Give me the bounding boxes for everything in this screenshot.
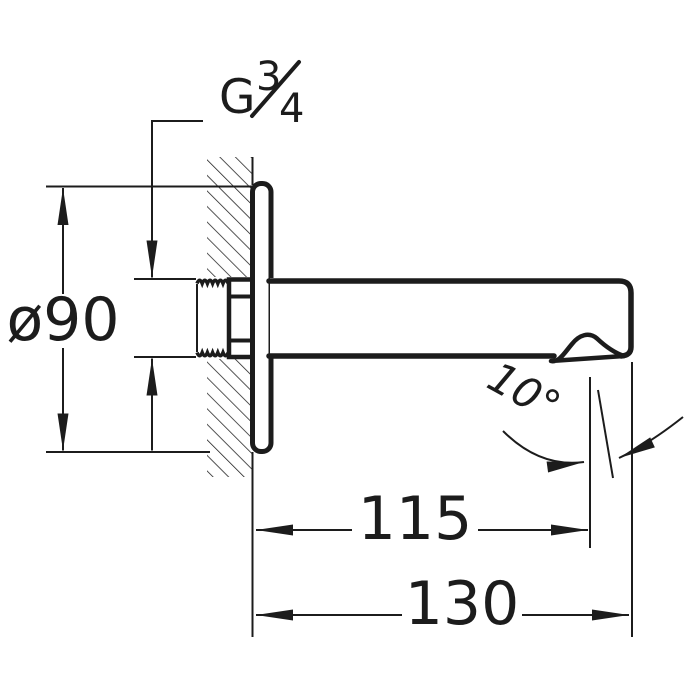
thread-fraction-slash	[250, 60, 301, 118]
thread-leader-line	[146, 120, 203, 278]
wall-section	[207, 157, 254, 637]
dimension-projection-115: 115	[256, 484, 588, 554]
spout-body	[266, 278, 634, 364]
projection-115-label: 115	[358, 484, 473, 554]
spout-outlet-lip	[548, 332, 627, 364]
thread-label-numerator: 3	[256, 54, 281, 100]
angle-arc-right	[618, 416, 684, 459]
projection-130-label: 130	[405, 569, 520, 639]
outlet-angled-line	[597, 389, 614, 479]
dimension-thread: G 3 4	[134, 54, 304, 451]
spout-top-outline	[266, 278, 634, 359]
thread-label-denominator: 4	[279, 86, 304, 132]
dimension-flange-diameter: ø90	[6, 188, 120, 451]
mounting-flange	[250, 181, 274, 454]
outlet-angle-label: 10°	[480, 352, 569, 431]
thread-serration-bottom	[195, 347, 230, 358]
thread-connector	[195, 277, 255, 360]
angle-arc-left	[502, 430, 585, 473]
thread-serration-top	[195, 278, 230, 289]
dimension-projection-130: 130	[256, 362, 633, 639]
nut-body	[226, 277, 255, 360]
thread-label-prefix: G	[219, 70, 255, 125]
flange-diameter-label: ø90	[6, 285, 119, 355]
dimension-outlet-angle: 10°	[480, 352, 684, 548]
